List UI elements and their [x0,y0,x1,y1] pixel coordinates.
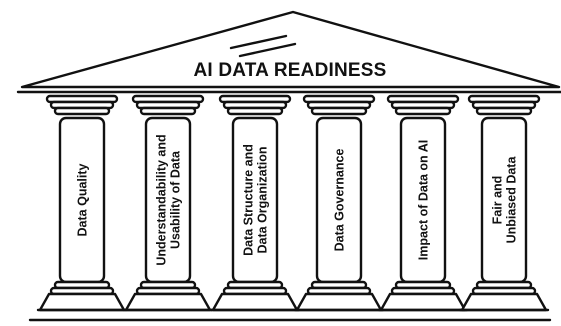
pillar-label-line: Fair and [491,176,505,225]
pillar-label-line: Data Organization [256,147,270,254]
pillar-capital-bottom [226,106,284,116]
pillar-plinth [38,292,126,312]
pillar-capital-bottom [53,106,111,116]
diagram-title: AI DATA READINESS [193,60,386,81]
pillar-label: Impact of Data on AI [417,140,431,260]
pillar-4: Data Governance [293,94,385,312]
pillar-capital-bottom [139,106,197,116]
pillar-plinth [295,292,383,312]
pillar-plinth [211,292,299,312]
pillar-label-line: Impact of Data on AI [417,140,431,260]
pillar-label-line: Understandability and [155,134,169,265]
pillar-1: Data Quality [36,94,128,312]
pillar-5: Impact of Data on AI [377,94,469,312]
roof-accent-line-1 [229,34,288,50]
pillar-label-line: Usability of Data [169,150,183,249]
pillar-capital-bottom [310,106,368,116]
pillar-plinth [124,292,212,312]
pillar-label-line: Data Governance [333,149,347,252]
pillar-label: Data Governance [333,149,347,252]
pillar-label-line: Data Quality [76,163,90,236]
roof-accent-line-2 [238,42,297,58]
pillar-capital-bottom [394,106,452,116]
pillar-plinth [379,292,467,312]
pillar-plinth [460,292,548,312]
pillar-capital-bottom [475,106,533,116]
pillar-label: Data Quality [76,163,90,236]
pillar-label-line: Unbiased Data [505,156,519,244]
pillar-label-line: Data Structure and [242,144,256,256]
roof-triangle [20,10,561,89]
roof: AI DATA READINESS [16,10,561,94]
